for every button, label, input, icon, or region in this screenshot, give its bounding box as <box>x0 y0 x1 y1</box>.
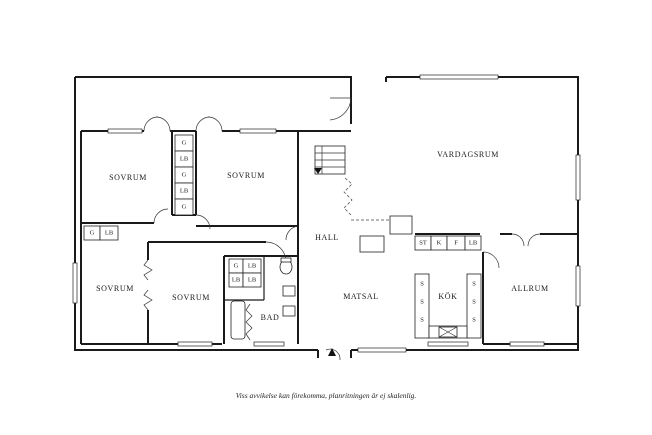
room-label-sovrum: SOVRUM <box>96 284 134 293</box>
disclaimer-caption: Viss avvikelse kan förekomma, planritnin… <box>235 391 417 400</box>
closet-lb-label: LB <box>180 155 189 162</box>
closet-lb-label: LB <box>248 276 257 283</box>
kitchen-s-label: S <box>472 298 476 305</box>
closet-lb-label: LB <box>232 276 241 283</box>
bathtub-icon <box>230 300 246 340</box>
closet-g-label: G <box>182 139 187 146</box>
room-label-bad: BAD <box>261 313 280 322</box>
closet-g-label: G <box>182 171 187 178</box>
closet-column: G LB G LB G <box>174 134 194 216</box>
kitchen-st-label: ST <box>419 239 427 246</box>
room-label-sovrum: SOVRUM <box>227 171 265 180</box>
closet-g-label: G <box>234 262 239 269</box>
lower-bedroom-walls: G LB <box>80 223 266 345</box>
bedroom-walls <box>80 131 299 230</box>
room-label-matsal: MATSAL <box>343 292 379 301</box>
closet-lb-label: LB <box>105 229 114 236</box>
sink-icon <box>282 305 296 317</box>
windows <box>72 74 581 353</box>
kitchen-s-label: S <box>472 316 476 323</box>
kitchen-s-label: S <box>420 298 424 305</box>
top-strip <box>81 116 325 134</box>
kitchen-lb-label: LB <box>469 239 478 246</box>
kitchen-s-label: S <box>420 280 424 287</box>
hall-walls <box>285 130 353 361</box>
room-label-sovrum: SOVRUM <box>172 293 210 302</box>
room-label-vardagsrum: VARDAGSRUM <box>437 150 499 159</box>
closet-lb-label: LB <box>248 262 257 269</box>
sink-icon <box>282 285 296 297</box>
kitchen-s-label: S <box>472 280 476 287</box>
room-label-hall: HALL <box>315 233 339 242</box>
closet-g-label: G <box>90 229 95 236</box>
kitchen-s-label: S <box>420 316 424 323</box>
kitchen-counters: S S S S S S <box>414 273 482 339</box>
room-label-allrum: ALLRUM <box>511 284 548 293</box>
kitchen-k-label: K <box>437 239 442 246</box>
outer-walls <box>74 76 579 351</box>
closet-lb-label: LB <box>180 187 189 194</box>
living-kitchen-walls: ST K F LB <box>351 77 578 345</box>
room-label-kok: KÖK <box>438 292 457 301</box>
bathroom-walls: G LB LB LB <box>223 241 299 344</box>
room-label-sovrum: SOVRUM <box>109 173 147 182</box>
kitchen-f-label: F <box>454 239 458 246</box>
closet-g-label: G <box>182 203 187 210</box>
